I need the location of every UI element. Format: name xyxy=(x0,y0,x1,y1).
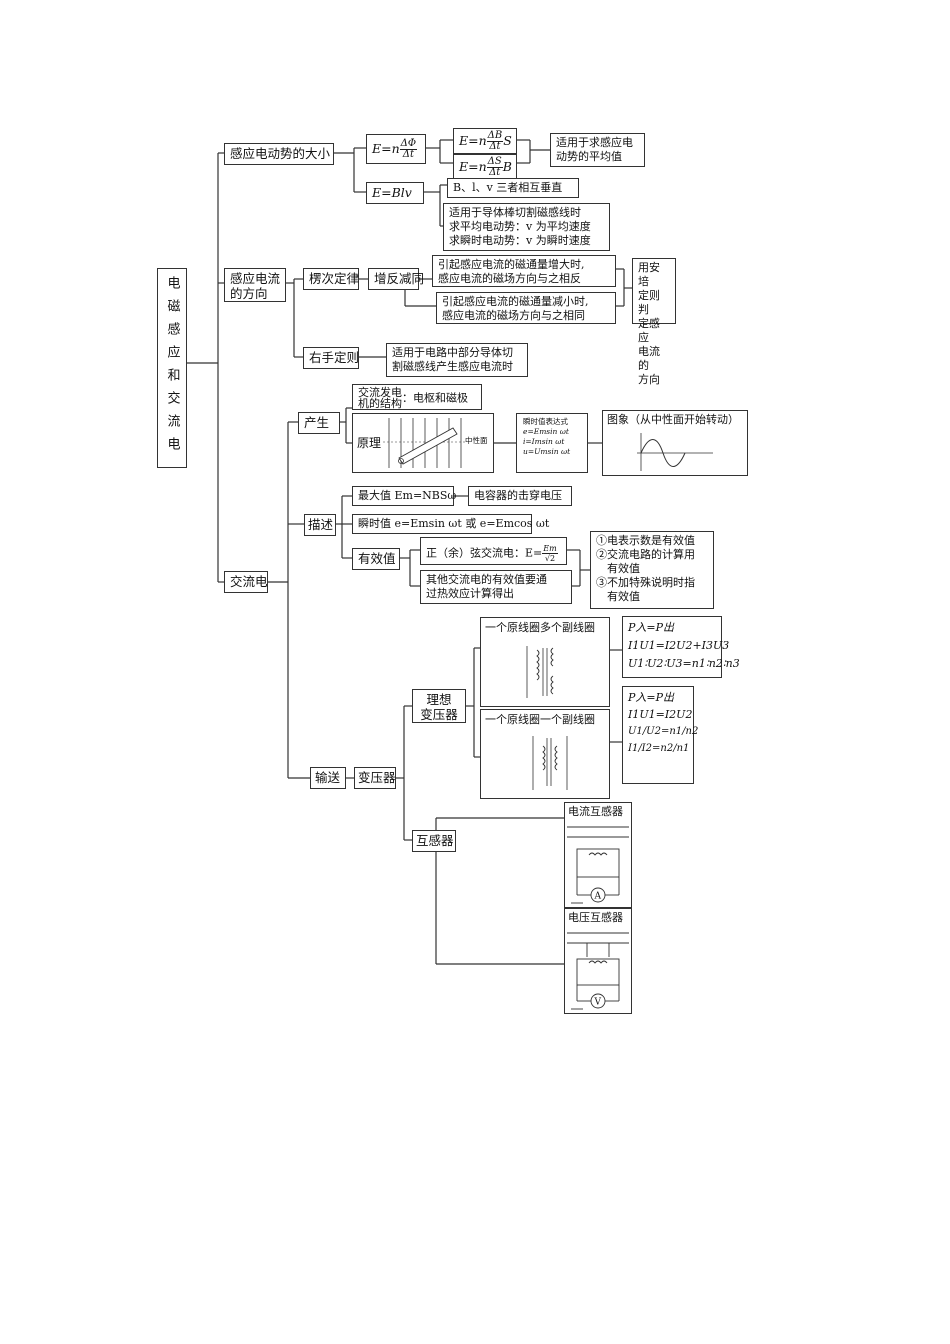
single-coil-diagram xyxy=(532,736,568,790)
waveform-figure: 图象（从中性面开始转动） xyxy=(602,410,748,476)
root-title: 电磁感应和交流电 xyxy=(157,268,187,468)
direction-label: 感应电流 的方向 xyxy=(224,268,286,302)
emf-average-note: 适用于求感应电 动势的平均值 xyxy=(550,133,645,167)
zengfan-jiantong: 增反减同 xyxy=(368,268,424,290)
multi-coil-relations: P入=P出 I1U1=I2U2+I3U3 U1∶U2∶U3=n1∶n2∶n3 xyxy=(622,616,740,678)
other-effective: 其他交流电的有效值要通 过热效应计算得出 xyxy=(420,570,572,604)
effective-value: 有效值 xyxy=(352,548,400,570)
ampere-rule-note: 用安培 定则判 定感应 电流的 方向 xyxy=(632,258,676,386)
sine-effective: 正（余）弦交流电：E=Em√2 xyxy=(420,537,567,565)
vt-diagram: V xyxy=(567,932,629,1010)
generator-structure: 交流发电 机的结构：电枢和磁极 xyxy=(352,384,482,410)
multi-coil-figure: 一个原线圈多个副线圈 xyxy=(480,617,610,707)
current-transformer-figure: 电流互感器 A xyxy=(564,802,632,908)
flux-increase-note: 引起感应电流的磁通量增大时, 感应电流的磁场方向与之相反 xyxy=(432,255,616,287)
flux-decrease-note: 引起感应电流的磁通量减小时, 感应电流的磁场方向与之相同 xyxy=(436,292,616,324)
transmission-label: 输送 xyxy=(310,767,346,789)
max-value: 最大值 Em=NBSω xyxy=(352,486,456,506)
blv-usage-note: 适用于导体棒切割磁感线时 求平均电动势：v 为平均速度 求瞬时电动势：v 为瞬时… xyxy=(443,203,610,251)
right-hand-note: 适用于电路中部分导体切 割磁感线产生感应电流时 xyxy=(386,343,528,377)
sine-wave-plot xyxy=(637,433,713,471)
ct-diagram: A xyxy=(567,826,629,904)
lenz-law: 楞次定律 xyxy=(303,268,359,290)
ac-label: 交流电 xyxy=(224,571,268,593)
emf-label: 感应电动势的大小 xyxy=(224,143,334,165)
ac-describe: 描述 xyxy=(304,514,336,536)
voltmeter-symbol: V xyxy=(594,998,602,1008)
principle-figure: 原理 中性面 xyxy=(352,413,494,473)
ideal-transformer: 理想 变压器 xyxy=(412,689,466,723)
multi-coil-diagram xyxy=(526,646,554,698)
transformer-label: 变压器 xyxy=(354,767,396,789)
instant-value: 瞬时值 e=Emsin ωt 或 e=Emcos ωt xyxy=(352,514,549,534)
single-coil-relations: P入=P出 I1U1=I2U2 U1/U2=n1/n2 I1/I2=n2/n1 xyxy=(622,686,698,784)
mutual-inductor: 互感器 xyxy=(412,830,456,852)
voltage-transformer-figure: 电压互感器 V xyxy=(564,908,632,1014)
single-coil-figure: 一个原线圈一个副线圈 xyxy=(480,709,610,799)
blv-perpendicular-note: B、l、v 三者相互垂直 xyxy=(447,178,579,198)
ammeter-symbol: A xyxy=(594,892,602,902)
right-hand-rule: 右手定则 xyxy=(303,347,359,369)
emf-formula-blv: E=Blv xyxy=(366,182,424,204)
ac-produce: 产生 xyxy=(298,412,340,434)
effective-notes: ①电表示数是有效值 ②交流电路的计算用 有效值 ③不加特殊说明时指 有效值 xyxy=(590,531,714,609)
instant-expressions: 瞬时值表达式 e=Emsin ωt i=Imsin ωt u=Umsin ωt xyxy=(516,413,588,473)
capacitor-breakdown: 电容器的击穿电压 xyxy=(468,486,572,506)
